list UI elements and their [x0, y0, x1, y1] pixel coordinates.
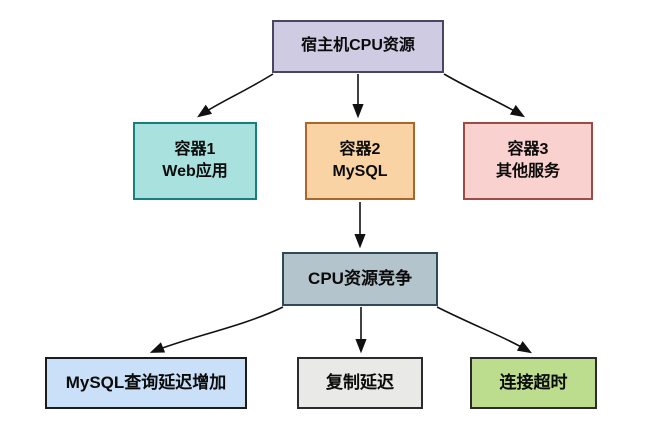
node-effect-connection-timeout-label: 连接超时: [499, 373, 568, 393]
node-cpu-contention: CPU资源竞争: [282, 252, 438, 306]
node-effect-query-latency-label: MySQL查询延迟增加: [65, 373, 227, 393]
node-container2-subtitle: MySQL: [332, 163, 388, 180]
node-container3-subtitle: 其他服务: [495, 163, 560, 180]
node-cpu-contention-label: CPU资源竞争: [308, 269, 412, 289]
node-host-cpu-label: 宿主机CPU资源: [301, 37, 415, 55]
node-container1-subtitle: Web应用: [162, 163, 228, 180]
node-effect-query-latency: MySQL查询延迟增加: [45, 357, 247, 409]
arrow-host-to-container1: [197, 73, 274, 118]
node-effect-replication-lag-label: 复制延迟: [326, 373, 394, 393]
node-container3-other: 容器3 其他服务: [463, 122, 593, 200]
arrow-contention-to-effect3: [436, 306, 533, 354]
node-container2-mysql: 容器2 MySQL: [305, 122, 415, 200]
arrow-host-to-container3: [443, 73, 526, 118]
node-container3-title: 容器3: [507, 140, 549, 158]
node-container1-title: 容器1: [174, 140, 216, 158]
node-effect-connection-timeout: 连接超时: [470, 357, 597, 409]
arrow-contention-to-effect1: [149, 306, 284, 353]
node-container2-title: 容器2: [339, 140, 381, 158]
node-container1-web: 容器1 Web应用: [133, 122, 257, 200]
node-host-cpu: 宿主机CPU资源: [272, 20, 444, 73]
node-effect-replication-lag: 复制延迟: [297, 357, 423, 409]
